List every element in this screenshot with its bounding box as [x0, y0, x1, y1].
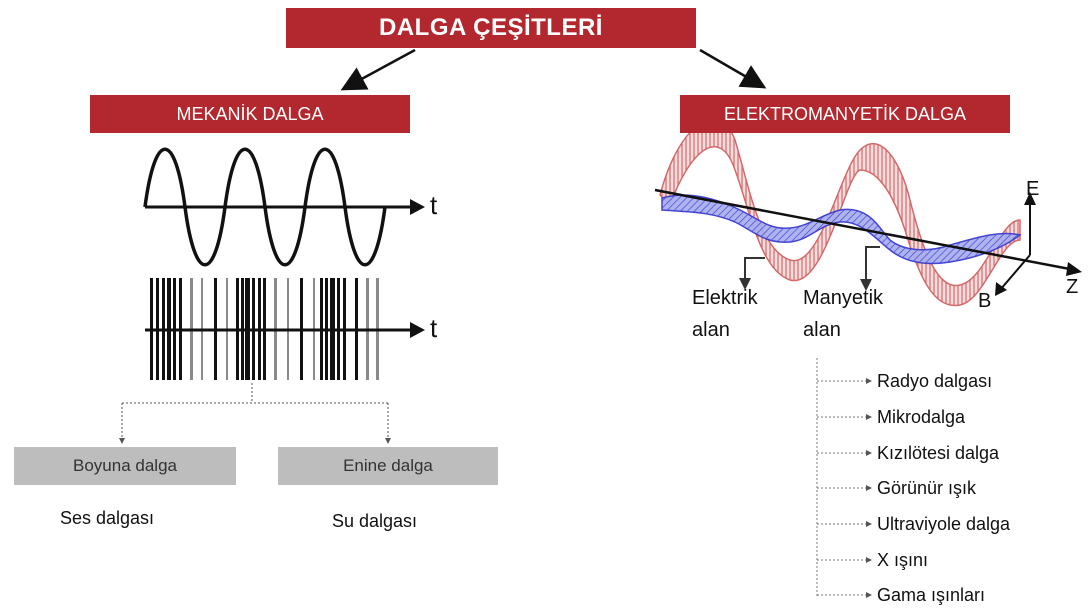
spectrum-item-x-ray: X ışını	[877, 550, 929, 570]
transverse-wave-example: Su dalgası	[332, 511, 418, 531]
z-axis	[654, 188, 1076, 272]
sine-wave	[143, 147, 387, 267]
title-arrow-left	[340, 48, 416, 91]
title-arrow-right	[699, 48, 767, 89]
electric-field-label-line2: alan	[692, 319, 730, 341]
electromagnetic-wave-heading: ELEKTROMANYETİK DALGA	[680, 95, 1010, 133]
spectrum-item-visible-light: Görünür ışık	[877, 478, 977, 498]
magnetic-field-label-line2: alan	[803, 319, 841, 341]
spectrum-item-ultraviolet: Ultraviyole dalga	[877, 514, 1011, 534]
electromagnetic-wave-illustration	[654, 119, 1082, 307]
b-axis	[999, 254, 1031, 291]
mechanical-branch-connector	[119, 383, 391, 444]
electric-field-wave	[659, 119, 1021, 307]
longitudinal-wave-diagram	[145, 278, 425, 380]
spectrum-item-microwave: Mikrodalga	[877, 407, 966, 427]
e-axis-label: E	[1026, 178, 1040, 200]
magnetic-field-label-line1: Manyetik	[803, 287, 884, 309]
z-axis-label: Z	[1066, 276, 1079, 298]
spectrum-item-gamma-ray: Gama ışınları	[877, 585, 986, 605]
mechanical-wave-heading: MEKANİK DALGA	[90, 95, 410, 133]
magnetic-field-wave	[661, 194, 1022, 265]
electric-field-pointer	[744, 257, 765, 285]
electric-field-label-line1: Elektrik	[692, 287, 758, 309]
magnetic-field-pointer	[865, 246, 880, 287]
longitudinal-axis-label: t	[430, 313, 438, 343]
b-axis-label: B	[978, 290, 992, 312]
spectrum-item-infrared: Kızılötesi dalga	[877, 443, 1000, 463]
spectrum-item-radio: Radyo dalgası	[877, 371, 993, 391]
spectrum-tree-connector	[816, 358, 872, 598]
transverse-wave-box: Enine dalga	[278, 447, 498, 485]
transverse-axis-label: t	[430, 190, 438, 220]
longitudinal-wave-example: Ses dalgası	[60, 508, 155, 528]
transverse-wave-diagram	[143, 147, 425, 267]
diagram-title: DALGA ÇEŞİTLERİ	[286, 8, 696, 48]
longitudinal-wave-box: Boyuna dalga	[14, 447, 236, 485]
